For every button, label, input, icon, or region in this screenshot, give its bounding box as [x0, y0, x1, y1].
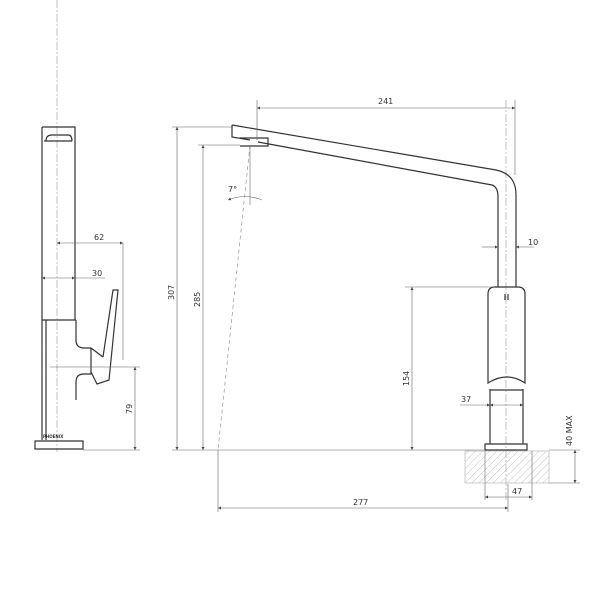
dim-label-62: 62 — [94, 233, 104, 242]
dim-label-10: 10 — [528, 238, 538, 247]
dim-label-285: 285 — [193, 292, 202, 307]
side-base — [34, 440, 84, 450]
bench-section — [464, 450, 550, 484]
front-view: 241 10 307 285 7° 154 37 40 MAX 4 — [167, 97, 580, 512]
brand-logo: PHOENIX — [43, 434, 63, 439]
front-neck — [489, 389, 524, 444]
dim-label-30: 30 — [92, 269, 102, 278]
side-column — [41, 126, 76, 320]
side-handle — [90, 289, 119, 385]
front-aerator — [240, 137, 269, 147]
dim-label-277: 277 — [353, 498, 368, 507]
dim-label-40max: 40 MAX — [565, 415, 574, 446]
dim-label-307: 307 — [167, 285, 176, 300]
front-base — [484, 443, 528, 451]
side-aerator — [44, 134, 73, 142]
front-spout — [231, 124, 517, 287]
dim-label-79: 79 — [125, 404, 134, 414]
dim-label-154: 154 — [402, 371, 411, 386]
side-body — [41, 320, 104, 440]
water-stream-line — [217, 144, 251, 451]
dim-label-47: 47 — [512, 487, 522, 496]
dim-label-angle: 7° — [228, 185, 237, 194]
dim-label-37: 37 — [461, 395, 471, 404]
angle-arc — [227, 196, 263, 201]
side-view: PHOENIX 62 30 79 — [34, 0, 140, 452]
front-indicator — [504, 294, 509, 300]
dim-label-241: 241 — [378, 97, 393, 106]
front-body — [487, 286, 526, 385]
